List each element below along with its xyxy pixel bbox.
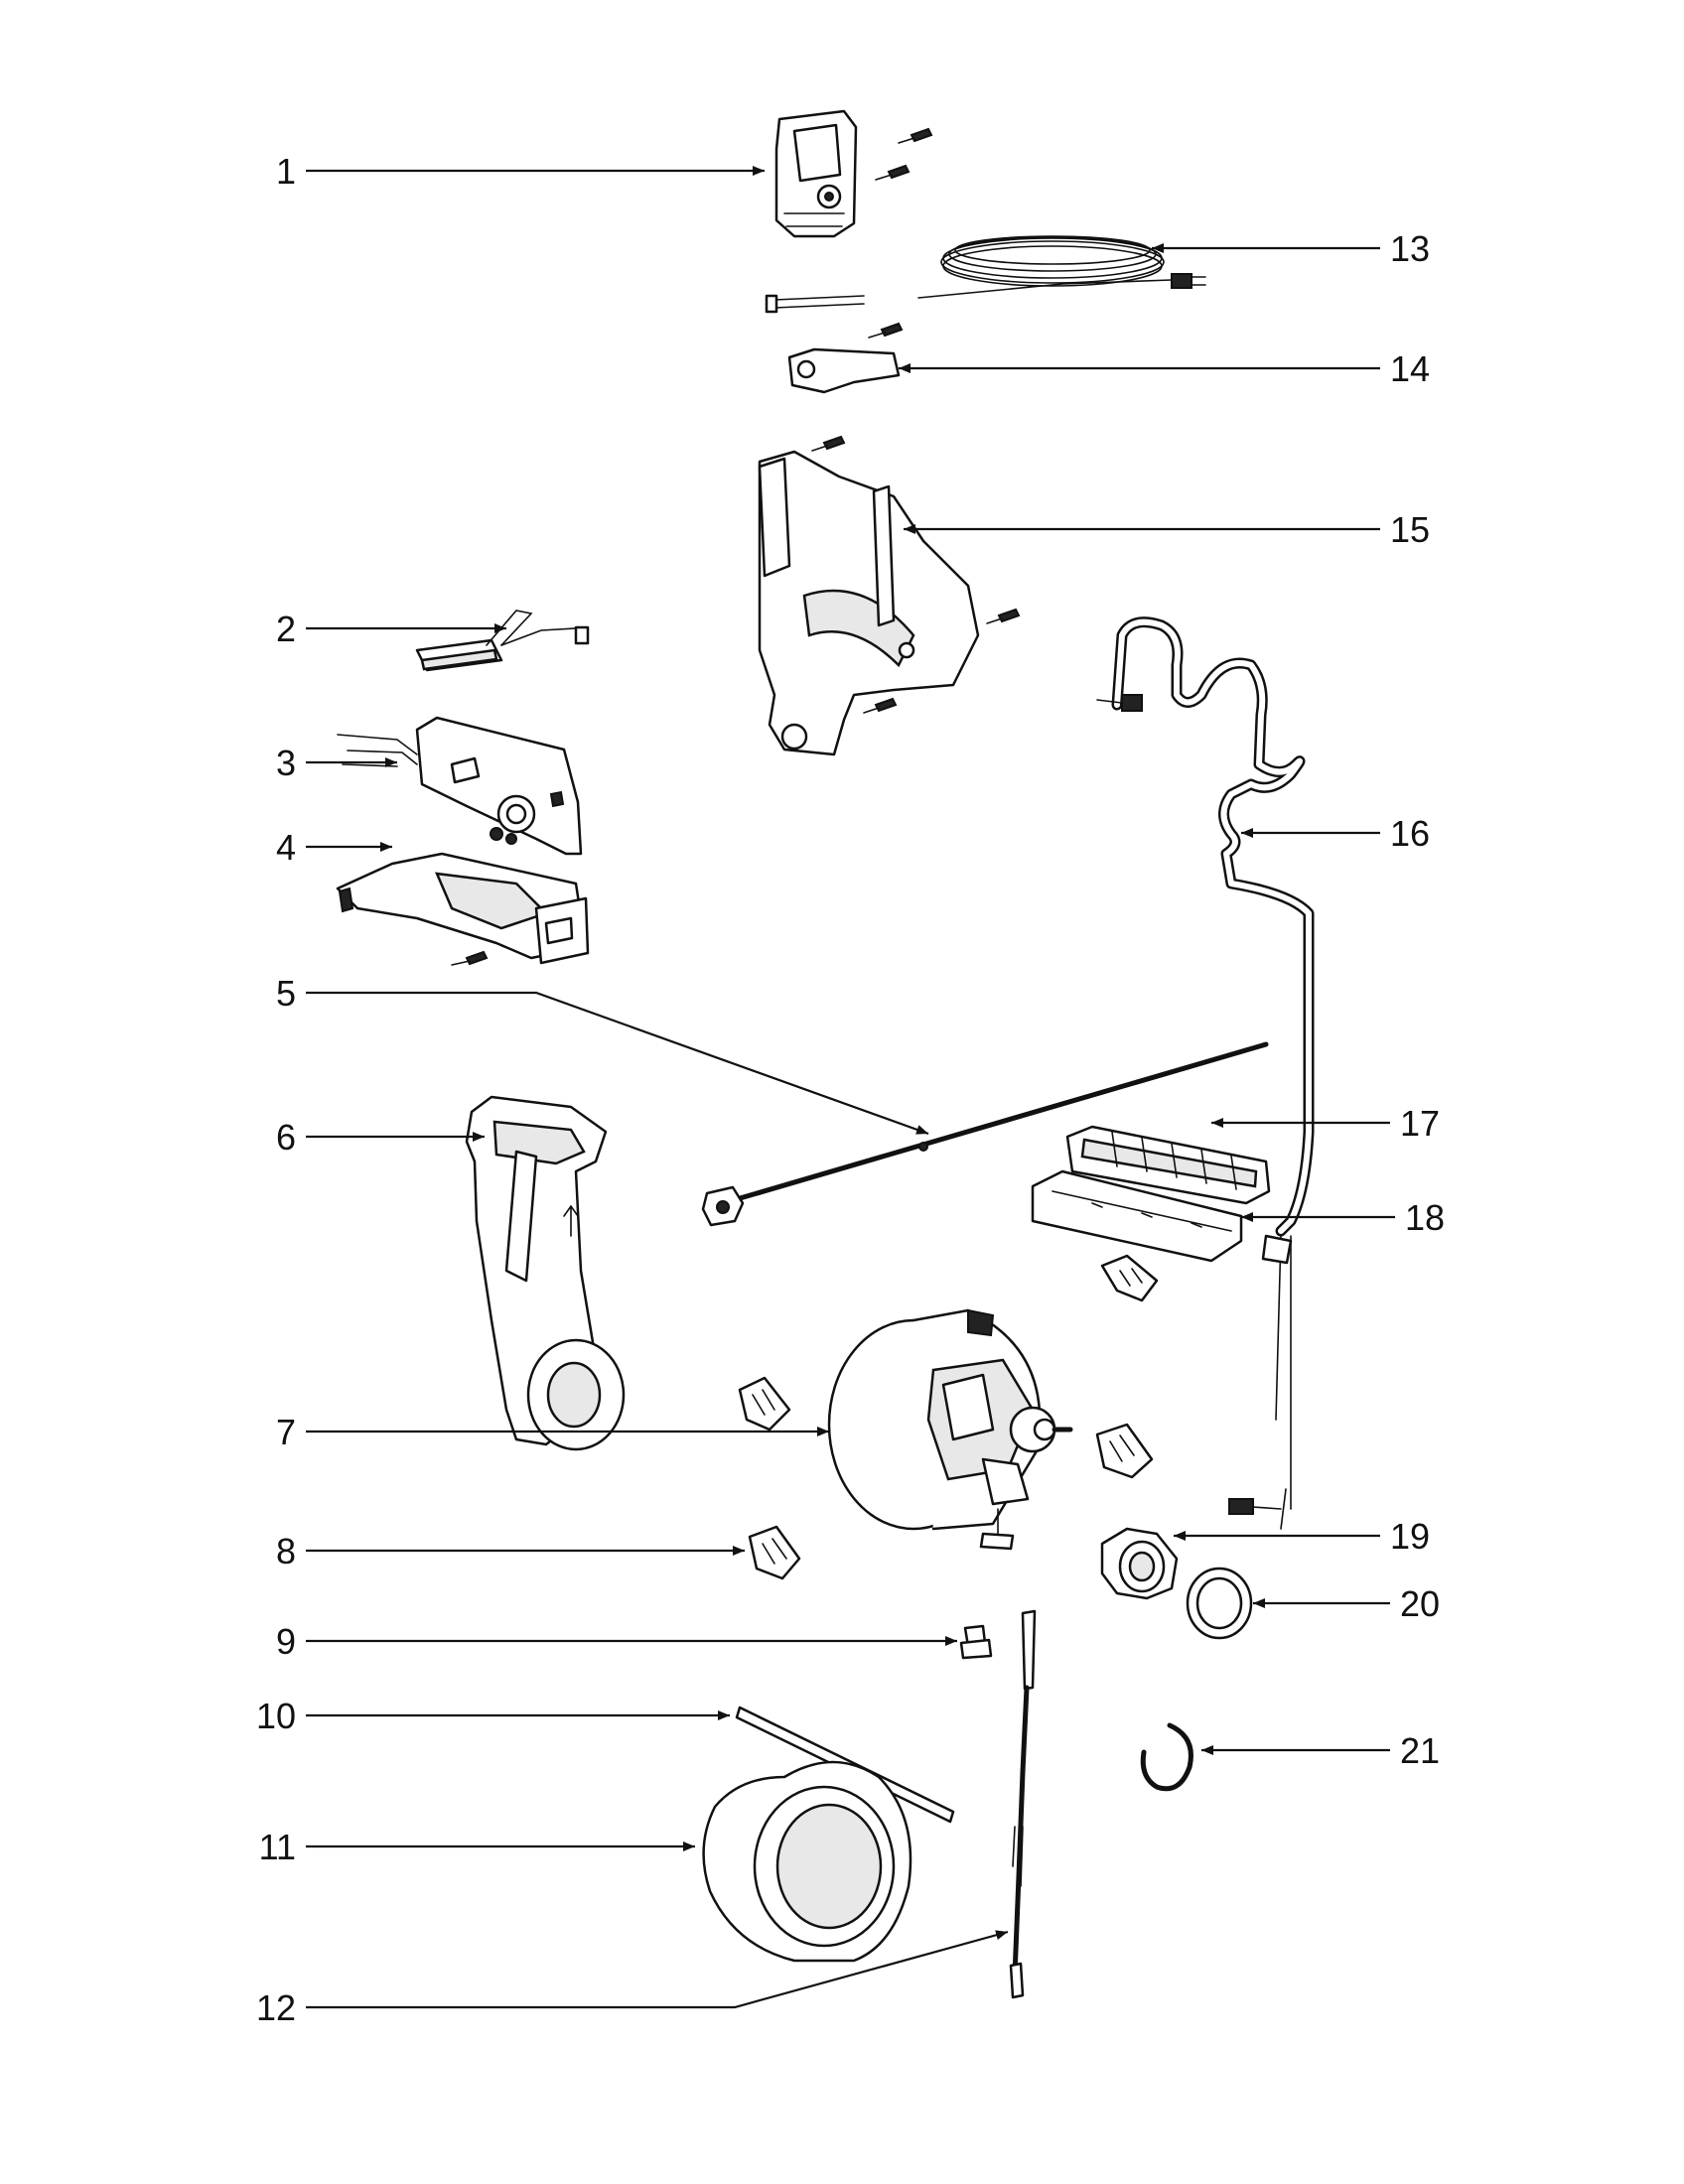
motor-housing-icon <box>758 435 1021 756</box>
callout-5: 5 <box>276 973 296 1014</box>
motor-icon <box>827 1308 1073 1551</box>
rod-icon <box>701 1041 1269 1227</box>
wire-harness-icon <box>1096 616 1315 1530</box>
callout-4: 4 <box>276 827 296 868</box>
filter-grill-icon <box>1065 1125 1271 1205</box>
washer-icon <box>1186 1567 1253 1640</box>
callout-19: 19 <box>1390 1516 1430 1557</box>
retaining-ring-icon <box>1140 1722 1193 1792</box>
switch-housing-icon <box>774 109 933 238</box>
callout-2: 2 <box>276 609 296 649</box>
callout-16: 16 <box>1390 813 1430 854</box>
callout-7: 7 <box>276 1412 296 1452</box>
callout-10: 10 <box>256 1696 296 1736</box>
filter-plate-icon <box>1031 1169 1243 1302</box>
callout-9: 9 <box>276 1621 296 1662</box>
leader-5 <box>306 991 929 1136</box>
callout-20: 20 <box>1400 1583 1440 1624</box>
circuit-board-icon <box>337 716 583 856</box>
screw-icon <box>959 1624 993 1660</box>
callout-11: 11 <box>259 1827 296 1867</box>
bearing-icon <box>1100 1527 1179 1600</box>
leader-12 <box>306 1930 1009 2009</box>
power-cord-icon <box>765 235 1206 314</box>
callout-13: 13 <box>1390 228 1430 269</box>
callout-21: 21 <box>1400 1730 1440 1771</box>
callout-labels: 1 2 3 4 5 6 7 8 9 10 11 12 13 14 15 16 1… <box>256 151 1445 2028</box>
hose-duct-icon <box>465 1095 626 1451</box>
callout-3: 3 <box>276 743 296 783</box>
callout-18: 18 <box>1405 1197 1445 1238</box>
leader-lines <box>306 166 1395 2009</box>
switch-wire-icon <box>415 610 590 672</box>
motor-cover-icon <box>702 1760 912 1963</box>
ground-strap-icon <box>1009 1609 1037 1999</box>
callout-15: 15 <box>1390 509 1430 550</box>
callout-8: 8 <box>276 1531 296 1571</box>
callout-12: 12 <box>256 1987 296 2028</box>
brush-holder-icon <box>738 1376 1154 1580</box>
callout-17: 17 <box>1400 1103 1440 1144</box>
cord-clamp-icon <box>787 322 904 394</box>
callout-1: 1 <box>276 151 296 192</box>
switch-bracket-icon <box>336 852 590 966</box>
callout-6: 6 <box>276 1117 296 1158</box>
callout-14: 14 <box>1390 348 1430 389</box>
